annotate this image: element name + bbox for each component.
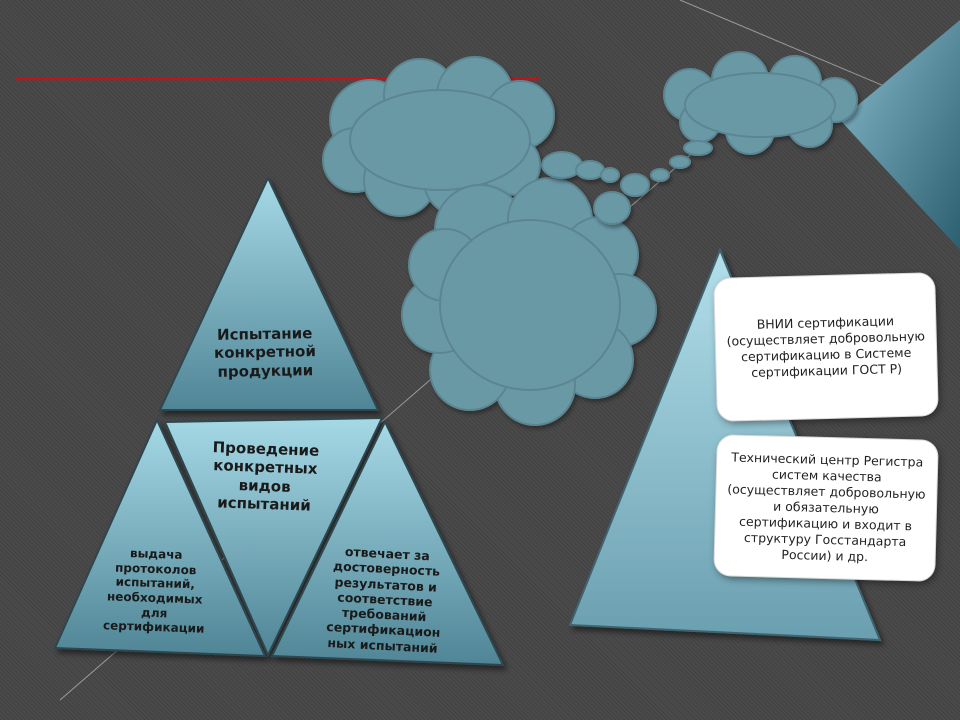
pyramid-middle-label: Проведение конкретных видов испытаний: [212, 438, 320, 515]
pyramid-top-triangle: [158, 175, 380, 411]
thought-cloud-bottom: [401, 177, 657, 426]
thought-bubbles: [541, 140, 713, 225]
pyramid-left-label: выдача протоколов испытаний, необходимых…: [102, 546, 205, 636]
thought-cloud-left: [322, 56, 555, 217]
pyramid-right-label: отвечает за достоверность результатов и …: [326, 543, 441, 656]
pyramid-right-triangle: [270, 419, 505, 667]
info-box-vnii: ВНИИ сертификации (осуществляет добровол…: [714, 273, 938, 421]
pyramid-diagram: [53, 175, 505, 667]
info-box-tech-center: Технический центр Регистра систем качест…: [714, 435, 938, 581]
thought-cloud-right: [663, 51, 858, 155]
corner-triangle-decoration: [840, 20, 960, 250]
pyramid-left-triangle: [53, 417, 267, 658]
pyramid-middle-triangle: [163, 416, 384, 658]
pyramid-top-label: Испытание конкретной продукции: [213, 324, 317, 381]
